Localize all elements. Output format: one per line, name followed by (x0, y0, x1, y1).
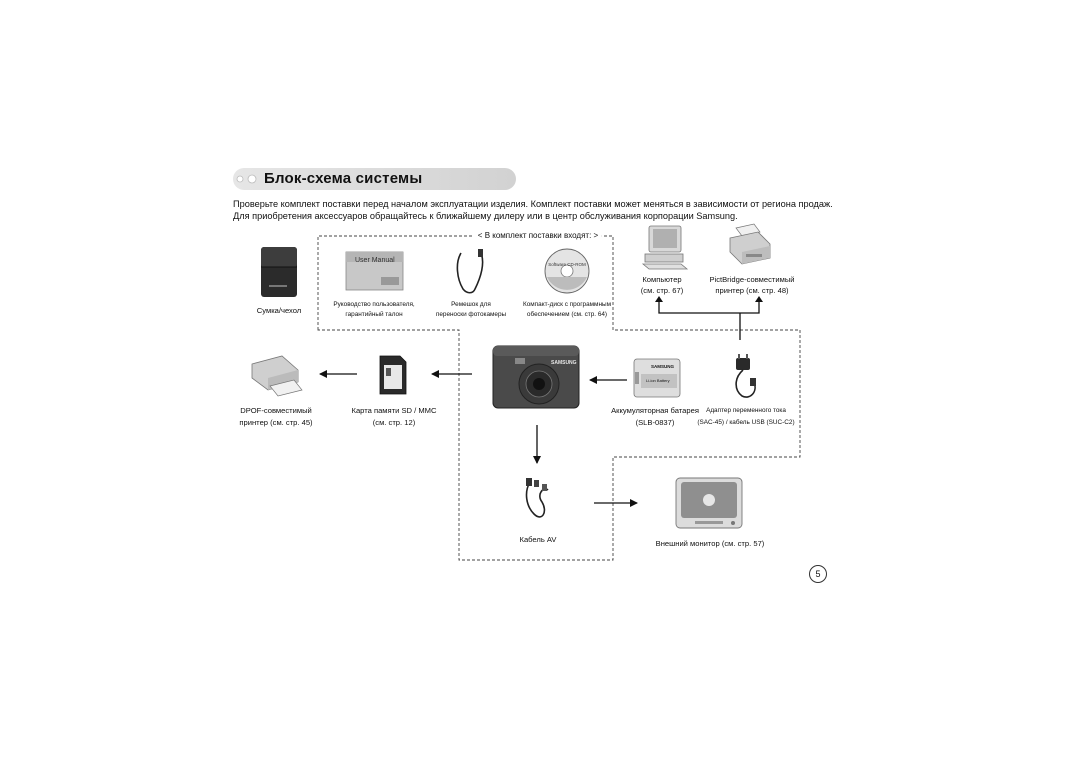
section-title-bar (233, 168, 516, 190)
dpof-label-1: DPOF-совместимый (240, 406, 312, 415)
page-number: 5 (809, 565, 827, 583)
battery-label-1: Аккумуляторная батарея (611, 406, 699, 415)
manual-label-2: гарантийный талон (345, 311, 403, 318)
camera-brand: SAMSUNG (551, 360, 577, 366)
cd-disc-text: Software CD-ROM (548, 262, 586, 267)
battery-brand: SAMSUNG (651, 364, 675, 369)
tv-monitor-icon (675, 477, 743, 529)
pictbridge-label-1: PictBridge-совместимый (709, 275, 795, 284)
adapter-label-2: (SAC-45) / кабель USB (SUC-C2) (697, 419, 795, 426)
connector-camera-pc-printer (658, 302, 760, 340)
computer-label-1: Компьютер (642, 275, 682, 284)
battery-icon (633, 358, 681, 398)
dpof-label-2: принтер (см. стр. 45) (239, 418, 313, 427)
manual-label-1: Руководство пользователя, (333, 301, 415, 308)
strap-label-2: переноски фотокамеры (435, 311, 507, 318)
software-cd-icon (544, 248, 590, 294)
cd-label-1: Компакт-диск с программным (523, 301, 611, 308)
pictbridge-printer-icon (729, 223, 771, 265)
av-cable-icon (525, 478, 549, 518)
title-bullet-icon (236, 174, 257, 184)
manual-cover-text: User Manual (355, 257, 395, 264)
intro-text-line-1: Проверьте комплект поставки перед начало… (233, 199, 833, 209)
monitor-label: Внешний монитор (см. стр. 57) (655, 539, 765, 548)
computer-icon (641, 225, 689, 270)
camera-icon (492, 345, 580, 409)
intro-text-line-2: Для приобретения аксессуаров обращайтесь… (233, 211, 738, 221)
dpof-printer-icon (251, 355, 303, 397)
wrist-strap-icon (456, 249, 484, 294)
battery-cell-text: Li-ion Battery (646, 378, 670, 383)
user-manual-icon (345, 251, 404, 291)
memory-card-icon (379, 355, 407, 395)
kit-contents-label: < В комплект поставки входят: > (473, 231, 603, 240)
case-label: Сумка/чехол (256, 306, 302, 315)
pictbridge-label-2: принтер (см. стр. 48) (715, 286, 789, 295)
memory-card-label-2: (см. стр. 12) (372, 418, 416, 427)
computer-label-2: (см. стр. 67) (640, 286, 684, 295)
av-cable-label: Кабель AV (519, 535, 557, 544)
strap-label-1: Ремешок для (451, 301, 491, 308)
memory-card-label-1: Карта памяти SD / MMC (351, 406, 437, 415)
battery-label-2: (SLB-0837) (635, 418, 675, 427)
adapter-label-1: Адаптер переменного тока (706, 407, 786, 414)
cd-label-2: обеспечением (см. стр. 64) (526, 311, 608, 318)
camera-case-icon (261, 247, 297, 297)
page-title: Блок-схема системы (264, 170, 423, 187)
ac-adapter-icon (735, 354, 756, 398)
